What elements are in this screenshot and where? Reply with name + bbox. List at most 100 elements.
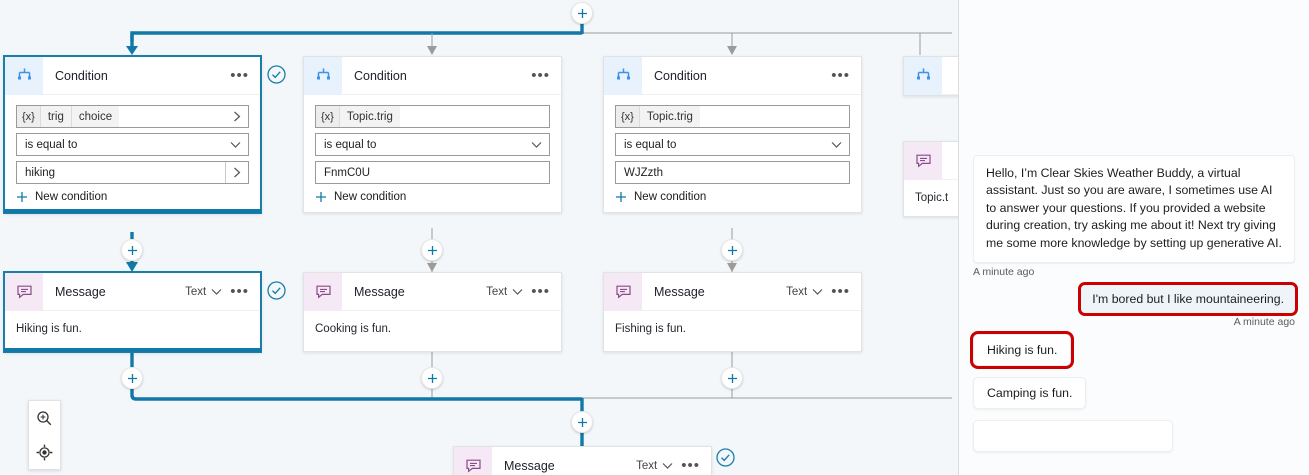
user-message-row: I'm bored but I like mountaineering. A m… <box>959 282 1309 328</box>
message-icon <box>604 272 642 311</box>
message-node-1-validated-icon[interactable] <box>267 281 286 305</box>
condition-node-1[interactable]: Condition ••• {x} trig choice is equal t… <box>4 56 261 213</box>
chevron-down-icon[interactable] <box>223 141 248 149</box>
add-node-button-merge[interactable] <box>571 411 593 433</box>
canvas-view-controls[interactable] <box>28 400 61 470</box>
bot-message-bubble: Hello, I’m Clear Skies Weather Buddy, a … <box>973 155 1295 264</box>
condition-node-1-body: {x} trig choice is equal to hiking <box>5 95 260 212</box>
add-node-button-after-message-1[interactable] <box>121 367 143 389</box>
add-node-button-after-message-2[interactable] <box>421 367 443 389</box>
condition-node-2[interactable]: Condition ••• {x} Topic.trig is equal to… <box>303 56 562 213</box>
variable-token-1: Topic.trig <box>639 106 700 127</box>
condition-variable-field-1[interactable]: {x} trig choice <box>16 105 249 128</box>
message-node-2-title: Message <box>354 284 405 299</box>
condition-node-3-menu[interactable]: ••• <box>831 66 850 84</box>
condition-node-4-partial[interactable] <box>903 56 958 96</box>
bot-message-timestamp: A minute ago <box>973 266 1035 279</box>
bot-option-row-2: Camping is fun. <box>959 377 1309 410</box>
condition-value-field-2[interactable]: FnmC0U <box>315 161 550 184</box>
operator-value: is equal to <box>324 138 377 151</box>
condition-node-3-title: Condition <box>654 68 707 83</box>
condition-node-2-menu[interactable]: ••• <box>531 66 550 84</box>
condition-value: hiking <box>25 166 56 179</box>
add-node-button-branch-1[interactable] <box>121 239 143 261</box>
variable-token-prefix: {x} <box>616 106 640 127</box>
message-node-bottom-validated-icon[interactable] <box>716 448 735 472</box>
new-condition-button-3[interactable]: New condition <box>615 191 850 203</box>
new-condition-label: New condition <box>334 191 407 203</box>
plus-icon <box>17 192 27 202</box>
message-node-3[interactable]: Message Text ••• Fishing is fun. <box>603 272 862 352</box>
add-node-button-branch-2[interactable] <box>421 239 443 261</box>
zoom-in-button[interactable] <box>29 401 60 435</box>
message-node-bottom-type[interactable]: Text <box>636 459 658 472</box>
condition-value-field-3[interactable]: WJZzth <box>615 161 850 184</box>
chevron-down-icon[interactable] <box>824 141 849 149</box>
chevron-right-icon[interactable] <box>226 111 248 122</box>
chevron-down-icon[interactable] <box>662 457 673 475</box>
condition-node-2-title: Condition <box>354 68 407 83</box>
topic-authoring-canvas[interactable]: Condition ••• {x} trig choice is equal t… <box>0 0 958 475</box>
connector-wires <box>126 18 952 446</box>
message-node-bottom-menu[interactable]: ••• <box>681 456 700 474</box>
magnifier-plus-icon <box>37 410 52 425</box>
condition-operator-field-3[interactable]: is equal to <box>615 133 850 156</box>
new-condition-button-2[interactable]: New condition <box>315 191 550 203</box>
condition-icon <box>904 56 942 95</box>
new-condition-button-1[interactable]: New condition <box>16 191 249 203</box>
bot-option-bubble-partial <box>973 420 1173 453</box>
fit-to-view-button[interactable] <box>29 435 60 469</box>
message-node-partial[interactable]: Topic.t <box>903 141 958 217</box>
test-bot-chat-panel[interactable]: Hello, I’m Clear Skies Weather Buddy, a … <box>958 0 1309 475</box>
message-node-1-header: Message Text ••• <box>5 272 260 311</box>
condition-operator-field-2[interactable]: is equal to <box>315 133 550 156</box>
condition-operator-field-1[interactable]: is equal to <box>16 133 249 156</box>
chevron-down-icon[interactable] <box>812 283 823 301</box>
bot-option-bubble-camping: Camping is fun. <box>973 377 1087 410</box>
chevron-down-icon[interactable] <box>512 283 523 301</box>
message-node-2-text[interactable]: Cooking is fun. <box>315 323 392 335</box>
chevron-down-icon[interactable] <box>211 283 222 301</box>
add-node-button-top[interactable] <box>571 2 593 24</box>
message-node-3-text[interactable]: Fishing is fun. <box>615 323 686 335</box>
message-node-partial-text: Topic.t <box>915 192 949 204</box>
condition-node-3-body: {x} Topic.trig is equal to WJZzth New co… <box>604 95 861 212</box>
message-node-bottom[interactable]: Message Text ••• <box>453 446 712 475</box>
message-node-3-menu[interactable]: ••• <box>831 282 850 300</box>
plus-icon <box>316 192 326 202</box>
message-node-1-text[interactable]: Hiking is fun. <box>16 323 82 335</box>
message-node-1[interactable]: Message Text ••• Hiking is fun. <box>4 272 261 352</box>
variable-token-prefix: {x} <box>17 106 41 127</box>
condition-node-1-validated-icon[interactable] <box>267 65 286 89</box>
chevron-right-icon[interactable] <box>225 162 248 183</box>
operator-value: is equal to <box>25 138 78 151</box>
message-node-bottom-title: Message <box>504 458 555 473</box>
add-node-button-branch-3[interactable] <box>721 239 743 261</box>
condition-variable-field-3[interactable]: {x} Topic.trig <box>615 105 850 128</box>
message-node-3-type[interactable]: Text <box>786 285 808 298</box>
add-node-button-after-message-3[interactable] <box>721 367 743 389</box>
bot-option-bubble-hiking: Hiking is fun. <box>969 331 1075 370</box>
message-node-1-type[interactable]: Text <box>185 285 207 298</box>
message-node-2-menu[interactable]: ••• <box>531 282 550 300</box>
condition-value-field-1[interactable]: hiking <box>16 161 249 184</box>
variable-token-1: trig <box>40 106 72 127</box>
message-icon <box>304 272 342 311</box>
message-node-bottom-header: Message Text ••• <box>454 446 711 475</box>
condition-node-1-title: Condition <box>55 68 108 83</box>
bot-option-row-1: Hiking is fun. <box>959 331 1309 370</box>
message-node-1-title: Message <box>55 284 106 299</box>
message-node-3-header: Message Text ••• <box>604 272 861 311</box>
message-node-2[interactable]: Message Text ••• Cooking is fun. <box>303 272 562 352</box>
message-node-3-title: Message <box>654 284 705 299</box>
message-node-2-type[interactable]: Text <box>486 285 508 298</box>
variable-token-prefix: {x} <box>316 106 340 127</box>
chevron-down-icon[interactable] <box>524 141 549 149</box>
message-icon <box>904 141 942 180</box>
condition-variable-field-2[interactable]: {x} Topic.trig <box>315 105 550 128</box>
new-condition-label: New condition <box>35 191 108 203</box>
message-node-1-menu[interactable]: ••• <box>230 282 249 300</box>
condition-node-1-menu[interactable]: ••• <box>230 66 249 84</box>
condition-node-3[interactable]: Condition ••• {x} Topic.trig is equal to… <box>603 56 862 213</box>
condition-node-4-header <box>904 56 958 95</box>
